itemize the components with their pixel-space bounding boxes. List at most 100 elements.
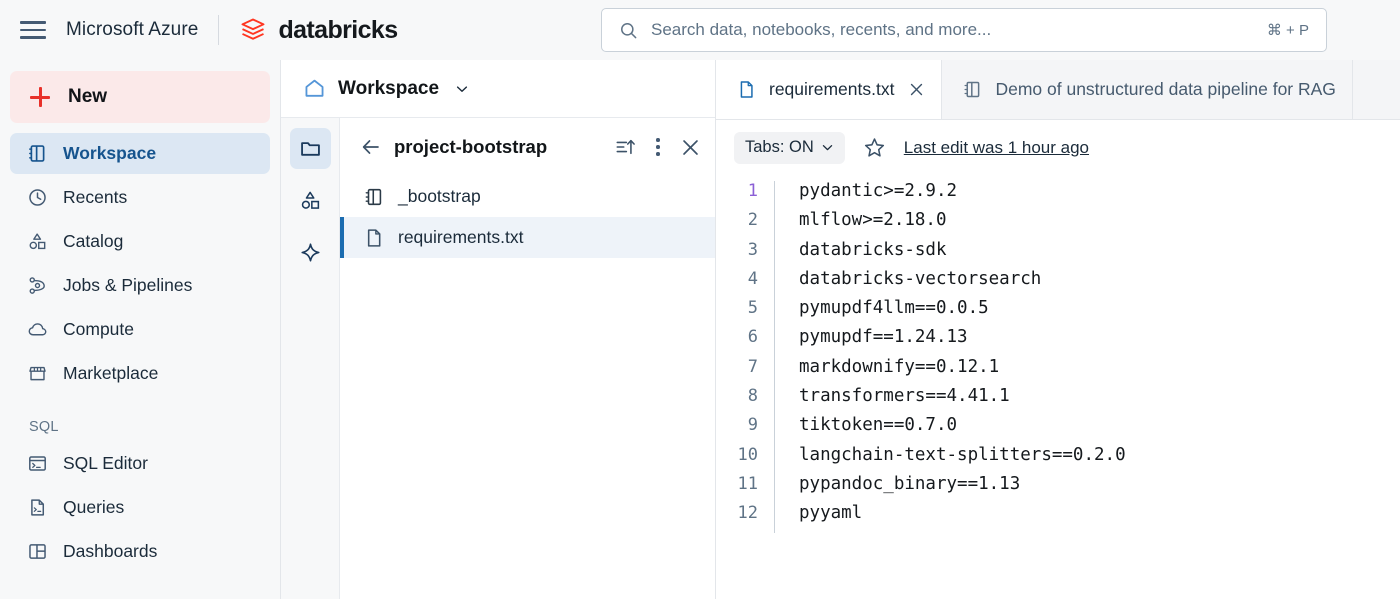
code-text: databricks-vectorsearch — [799, 268, 1042, 289]
code-line[interactable]: 6 pymupdf==1.24.13 — [716, 327, 1400, 357]
code-line[interactable]: 4 databricks-vectorsearch — [716, 268, 1400, 299]
editor-tab-label: requirements.txt — [769, 79, 895, 99]
catalog-shapes-icon — [301, 191, 319, 209]
gutter-divider — [774, 327, 775, 357]
file-tree-rows: _bootstrap requirements.txt — [340, 176, 715, 599]
kebab-menu-icon[interactable] — [648, 137, 668, 158]
sidebar: New Workspace Recents — [0, 60, 281, 599]
code-line[interactable]: 1 pydantic>=2.9.2 — [716, 181, 1400, 211]
code-text: langchain-text-splitters==0.2.0 — [799, 444, 1126, 465]
gutter-divider — [774, 386, 775, 416]
rail-button-assistant[interactable] — [290, 232, 331, 273]
gutter-divider — [774, 473, 775, 504]
editor-tab-demo-pipeline[interactable]: Demo of unstructured data pipeline for R… — [942, 60, 1353, 119]
code-editor-content[interactable]: 1 pydantic>=2.9.2 2 mlflow>=2.18.0 3 dat… — [716, 175, 1400, 599]
sidebar-item-label: Queries — [63, 497, 125, 517]
gutter-divider — [774, 268, 775, 299]
code-line[interactable]: 10 langchain-text-splitters==0.2.0 — [716, 444, 1400, 474]
line-number: 5 — [747, 298, 758, 319]
gutter-divider — [774, 181, 775, 211]
catalog-shapes-icon — [29, 233, 46, 250]
line-number: 3 — [747, 239, 758, 260]
databricks-brand[interactable]: databricks — [239, 15, 398, 45]
sidebar-item-recents[interactable]: Recents — [10, 177, 270, 218]
sidebar-item-catalog[interactable]: Catalog — [10, 221, 270, 262]
file-icon — [740, 81, 753, 98]
sidebar-item-label: Dashboards — [63, 541, 158, 561]
sidebar-item-jobs-pipelines[interactable]: Jobs & Pipelines — [10, 265, 270, 306]
sidebar-item-queries[interactable]: Queries — [10, 487, 270, 528]
workspace-panel-header: Workspace — [281, 60, 715, 118]
code-text: pydantic>=2.9.2 — [799, 181, 958, 201]
sidebar-item-compute[interactable]: Compute — [10, 309, 270, 350]
gutter-divider — [774, 239, 775, 269]
sparkle-icon — [300, 243, 320, 262]
gutter-divider — [774, 444, 775, 474]
gutter-divider — [774, 356, 775, 387]
gutter-divider — [774, 503, 775, 533]
global-search[interactable]: Search data, notebooks, recents, and mor… — [601, 8, 1327, 52]
search-box[interactable]: Search data, notebooks, recents, and mor… — [601, 8, 1327, 52]
editor-tab-strip: requirements.txt Demo of unstructured — [716, 60, 1400, 120]
line-number: 8 — [747, 386, 758, 407]
line-number: 1 — [747, 181, 758, 201]
code-line[interactable]: 8 transformers==4.41.1 — [716, 386, 1400, 416]
sidebar-item-sql-editor[interactable]: SQL Editor — [10, 443, 270, 484]
new-button-label: New — [68, 86, 108, 107]
clock-icon — [29, 189, 46, 206]
sort-ascending-icon[interactable] — [615, 137, 636, 158]
code-line[interactable]: 12 pyyaml — [716, 503, 1400, 533]
file-tree-item-label: _bootstrap — [398, 186, 481, 206]
header-divider — [218, 15, 220, 45]
brand-name: databricks — [278, 15, 398, 44]
sidebar-item-label: Compute — [63, 319, 135, 339]
code-line[interactable]: 9 tiktoken==0.7.0 — [716, 415, 1400, 445]
tabs-toggle-button[interactable]: Tabs: ON — [734, 131, 845, 164]
sidebar-item-dashboards[interactable]: Dashboards — [10, 531, 270, 572]
sidebar-item-workspace[interactable]: Workspace — [10, 133, 270, 174]
top-bar: Microsoft Azure databricks Search data, … — [0, 0, 1400, 60]
workspace-panel: Workspace — [281, 60, 716, 599]
code-text: databricks-sdk — [799, 239, 947, 260]
line-number: 9 — [747, 415, 758, 436]
sidebar-item-marketplace[interactable]: Marketplace — [10, 353, 270, 394]
code-text: markdownify==0.12.1 — [799, 356, 1000, 377]
workspace-panel-title: Workspace — [338, 77, 440, 99]
new-button[interactable]: New — [10, 71, 270, 123]
file-tree-item-label: requirements.txt — [398, 227, 524, 247]
sidebar-item-label: Marketplace — [63, 363, 159, 383]
last-edit-link[interactable]: Last edit was 1 hour ago — [903, 137, 1090, 157]
cloud-icon — [28, 323, 47, 336]
chevron-down-icon[interactable] — [455, 82, 469, 96]
gutter-divider — [774, 210, 775, 240]
chevron-down-icon — [822, 145, 832, 151]
home-icon — [305, 79, 324, 97]
line-number: 6 — [747, 327, 758, 348]
arrow-left-icon[interactable] — [360, 136, 382, 158]
notebook-icon — [964, 81, 980, 98]
rail-button-catalog[interactable] — [290, 180, 331, 221]
file-tree-item-requirements[interactable]: requirements.txt — [340, 217, 715, 258]
code-text: pypandoc_binary==1.13 — [799, 473, 1021, 494]
file-tree-item-bootstrap[interactable]: _bootstrap — [340, 176, 715, 217]
file-tree-header: project-bootstrap — [340, 118, 715, 176]
search-input[interactable]: Search data, notebooks, recents, and mor… — [651, 20, 992, 39]
code-line[interactable]: 3 databricks-sdk — [716, 239, 1400, 269]
star-icon[interactable] — [863, 136, 886, 159]
code-line[interactable]: 11 pypandoc_binary==1.13 — [716, 473, 1400, 504]
editor-tab-requirements[interactable]: requirements.txt — [716, 60, 943, 119]
plus-icon — [30, 87, 50, 107]
code-line[interactable]: 7 markdownify==0.12.1 — [716, 356, 1400, 387]
close-icon[interactable] — [680, 137, 701, 158]
search-shortcut-hint: ⌘ + P — [1266, 22, 1309, 39]
close-icon[interactable] — [908, 81, 925, 98]
code-text: pymupdf==1.24.13 — [799, 327, 968, 348]
sql-editor-icon — [29, 456, 46, 471]
hamburger-menu-icon[interactable] — [18, 15, 48, 45]
code-line[interactable]: 2 mlflow>=2.18.0 — [716, 210, 1400, 240]
sidebar-section-sql: SQL — [29, 419, 59, 435]
line-number: 12 — [737, 503, 758, 524]
code-line[interactable]: 5 pymupdf4llm==0.0.5 — [716, 298, 1400, 328]
rail-button-folder[interactable] — [289, 128, 331, 169]
